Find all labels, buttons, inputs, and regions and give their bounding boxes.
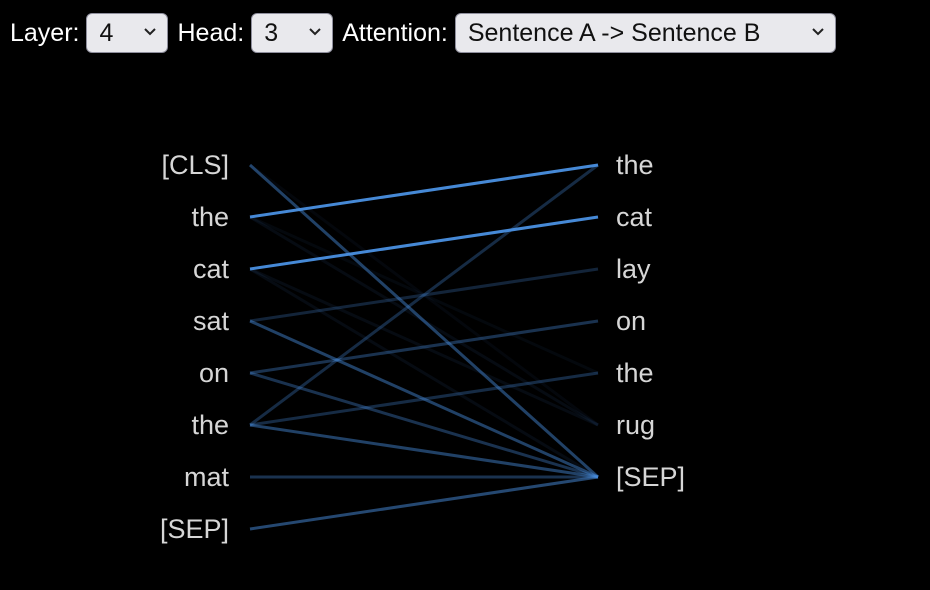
right-token[interactable]: cat [616,202,653,232]
attention-line [249,215,599,375]
right-token[interactable]: [SEP] [616,462,685,492]
left-token[interactable]: cat [193,254,230,284]
right-token[interactable]: the [616,150,654,180]
attention-label: Attention: [342,18,448,47]
left-token[interactable]: the [191,410,229,440]
attention-select[interactable]: Sentence A -> Sentence B [454,13,836,53]
attention-line [249,163,599,427]
left-token[interactable]: [SEP] [160,514,229,544]
attention-line [249,215,599,427]
layer-select[interactable]: 4 [86,13,169,53]
head-select-value: 3 [264,18,279,47]
attention-line [249,423,599,479]
attention-line [249,267,599,323]
attention-line [249,163,599,219]
left-token[interactable]: [CLS] [161,150,229,180]
right-token[interactable]: rug [616,410,655,440]
attention-line [249,371,599,479]
left-token[interactable]: on [199,358,229,388]
chevron-down-icon [309,28,321,36]
left-token[interactable]: the [191,202,229,232]
head-label: Head: [177,18,245,47]
right-token[interactable]: the [616,358,654,388]
chevron-down-icon [144,28,157,36]
left-token[interactable]: sat [193,306,230,336]
chevron-down-icon [812,28,824,36]
attention-line [249,319,599,375]
right-token[interactable]: on [616,306,646,336]
attention-lines [248,163,600,531]
left-token-column: [CLS] the cat sat on the mat [SEP] [160,150,230,544]
layer-select-value: 4 [99,18,114,47]
attention-line [248,163,600,479]
attention-line [249,371,599,427]
attention-line [249,319,599,479]
attention-line [249,475,599,531]
attention-line [249,267,599,427]
left-token[interactable]: mat [184,462,230,492]
right-token-column: the cat lay on the rug [SEP] [616,150,685,492]
attention-line [249,267,599,479]
attention-line [249,215,599,271]
head-select[interactable]: 3 [251,13,334,53]
layer-label: Layer: [10,18,80,47]
toolbar: Layer: 4 Head: 3 Attention: Sentence A -… [0,0,930,66]
attention-line [249,163,599,427]
right-token[interactable]: lay [616,254,651,284]
attention-select-value: Sentence A -> Sentence B [467,18,761,47]
